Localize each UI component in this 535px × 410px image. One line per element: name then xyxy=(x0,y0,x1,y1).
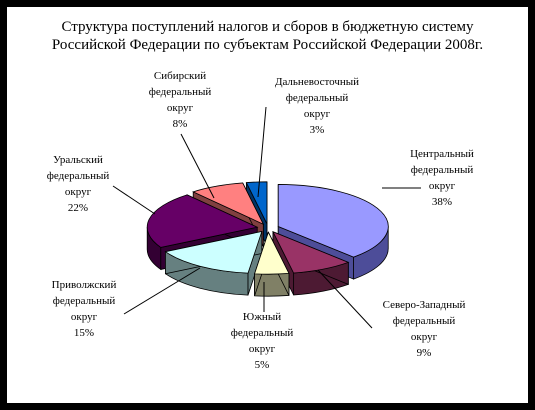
slice-label-line: федеральный xyxy=(47,170,110,182)
slice-label-line: Уральский xyxy=(53,154,103,166)
leader-line xyxy=(257,106,267,198)
slice-label: Приволжский федеральный округ 15% xyxy=(52,279,117,339)
chart-title: Структура поступлений налогов и сборов в… xyxy=(0,18,535,54)
slice-value-label: 5% xyxy=(255,359,270,371)
slice-label-line: округ xyxy=(167,102,194,114)
slice-label: Центральный федеральный округ 38% xyxy=(410,148,474,208)
leader-line xyxy=(123,267,201,315)
slice-value-label: 3% xyxy=(310,124,325,136)
pie-slice xyxy=(254,231,290,275)
pie-slice xyxy=(164,230,263,274)
slice-value-label: 15% xyxy=(74,327,94,339)
pie-slice xyxy=(192,182,265,226)
leader-line xyxy=(112,185,156,215)
slice-label-line: федеральный xyxy=(411,164,474,176)
slice-value-label: 22% xyxy=(68,202,88,214)
slice-label-line: округ xyxy=(249,343,276,355)
slice-label-line: федеральный xyxy=(149,86,212,98)
slice-label: Уральский федеральный округ 22% xyxy=(47,154,110,214)
pie-slice xyxy=(272,230,350,274)
slice-label: Южный федеральный округ 5% xyxy=(231,311,294,371)
slice-label: Дальневосточный федеральный округ 3% xyxy=(275,76,359,136)
slice-label-line: федеральный xyxy=(286,92,349,104)
slice-label-line: округ xyxy=(71,311,98,323)
pie-slice xyxy=(245,181,268,224)
chart-title-line-2: Российской Федерации по субъектам Россий… xyxy=(51,37,484,53)
pie-slice xyxy=(277,184,389,258)
slice-value-label: 9% xyxy=(417,347,432,359)
slice-label: Сибирский федеральный округ 8% xyxy=(149,70,212,130)
slice-label-line: федеральный xyxy=(53,295,116,307)
slice-value-label: 8% xyxy=(173,118,188,130)
leader-line xyxy=(180,133,215,199)
slice-label-line: Северо-Западный xyxy=(383,299,466,311)
leader-line xyxy=(317,269,373,329)
slice-value-label: 38% xyxy=(432,196,452,208)
chart-panel xyxy=(7,7,528,403)
slice-label-line: округ xyxy=(65,186,92,198)
slice-label: Северо-Западный федеральный округ 9% xyxy=(383,299,466,359)
slice-label-line: федеральный xyxy=(231,327,294,339)
chart-title-line-1: Структура поступлений налогов и сборов в… xyxy=(61,19,474,35)
slice-label-line: округ xyxy=(429,180,456,192)
slice-label-line: округ xyxy=(304,108,331,120)
pie-slice xyxy=(146,194,259,248)
slice-label-line: Приволжский xyxy=(52,279,117,291)
slice-label-line: Сибирский xyxy=(154,70,206,82)
slice-label-line: Центральный xyxy=(410,148,474,160)
slice-label-line: Южный xyxy=(243,311,281,323)
slice-label-line: федеральный xyxy=(393,315,456,327)
slice-label-line: Дальневосточный xyxy=(275,76,359,88)
slice-label-line: округ xyxy=(411,331,438,343)
